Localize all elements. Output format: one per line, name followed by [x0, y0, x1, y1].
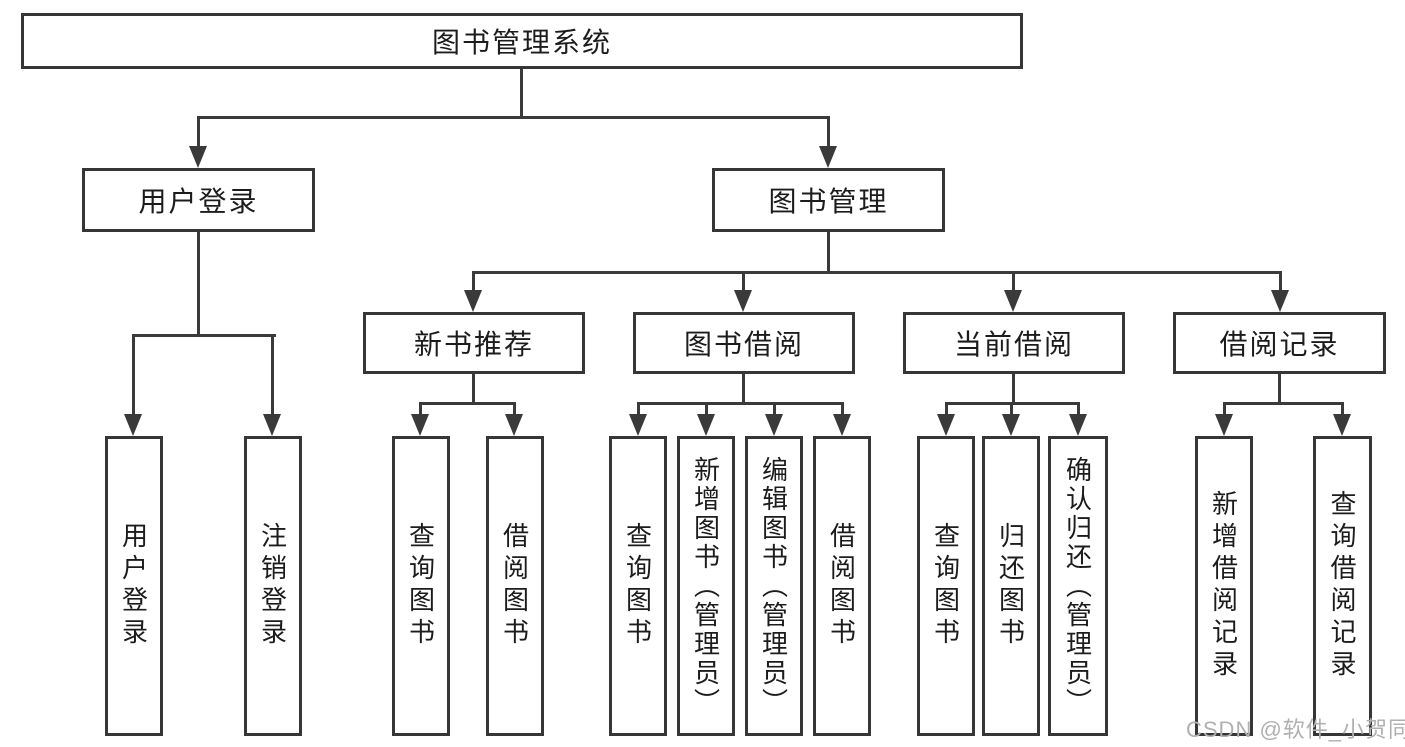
connector-vline [1341, 402, 1344, 416]
arrowhead-down-icon [1271, 290, 1289, 312]
arrowhead-down-icon [263, 414, 281, 436]
arrowhead-down-icon [189, 146, 207, 168]
connector-vline [513, 402, 516, 416]
connector-vline [419, 402, 422, 416]
connector-vline [472, 372, 475, 405]
connector-vline [271, 334, 274, 414]
connector-vline [742, 271, 745, 291]
connector-vline [1279, 271, 1282, 291]
leaf-add-borrow-record: 新增借阅记录 [1195, 436, 1253, 736]
connector-vline [520, 66, 523, 119]
node-book-management: 图书管理 [712, 168, 945, 232]
arrowhead-down-icon [1215, 414, 1233, 436]
arrowhead-down-icon [734, 290, 752, 312]
node-new-book-recommend: 新书推荐 [363, 312, 585, 374]
connector-vline [1077, 402, 1080, 416]
arrowhead-down-icon [464, 290, 482, 312]
node-current-borrow: 当前借阅 [903, 312, 1125, 374]
connector-hline [133, 334, 276, 337]
arrowhead-down-icon [629, 414, 647, 436]
leaf-query-borrow-record: 查询借阅记录 [1313, 436, 1372, 736]
node-user-login: 用户登录 [82, 168, 315, 232]
leaf-return-books: 归还图书 [982, 436, 1040, 736]
connector-vline [197, 230, 200, 337]
connector-vline [827, 116, 830, 146]
connector-hline [419, 402, 516, 405]
connector-hline [637, 402, 844, 405]
leaf-query-books-newbook: 查询图书 [392, 436, 450, 736]
arrowhead-down-icon [1333, 414, 1351, 436]
leaf-borrow-books: 借阅图书 [813, 436, 871, 736]
connector-vline [1223, 402, 1226, 416]
leaf-add-books-admin: 新增图书（管理员） [677, 436, 735, 736]
connector-vline [197, 116, 200, 146]
connector-vline [1012, 372, 1015, 405]
connector-vline [637, 402, 640, 416]
leaf-edit-books-admin: 编辑图书（管理员） [745, 436, 803, 736]
connector-vline [773, 402, 776, 416]
connector-hline [1223, 402, 1343, 405]
arrowhead-down-icon [937, 414, 955, 436]
arrowhead-down-icon [124, 414, 142, 436]
leaf-user-login: 用户登录 [105, 436, 163, 736]
leaf-confirm-return-admin: 确认归还（管理员） [1048, 436, 1108, 736]
connector-vline [132, 334, 135, 414]
arrowhead-down-icon [819, 146, 837, 168]
node-root: 图书管理系统 [21, 13, 1023, 69]
connector-vline [742, 372, 745, 405]
connector-vline [1278, 372, 1281, 405]
connector-vline [472, 271, 475, 291]
arrowhead-down-icon [765, 414, 783, 436]
arrowhead-down-icon [1002, 414, 1020, 436]
arrowhead-down-icon [411, 414, 429, 436]
arrowhead-down-icon [505, 414, 523, 436]
connector-vline [945, 402, 948, 416]
connector-vline [1010, 402, 1013, 416]
leaf-query-books-current: 查询图书 [917, 436, 975, 736]
arrowhead-down-icon [1004, 290, 1022, 312]
connector-vline [705, 402, 708, 416]
arrowhead-down-icon [697, 414, 715, 436]
connector-vline [827, 230, 830, 274]
csdn-watermark: CSDN @软件_小贺同学 [1186, 717, 1405, 742]
leaf-query-books-borrow: 查询图书 [609, 436, 667, 736]
leaf-logout: 注销登录 [244, 436, 302, 736]
node-borrow-records: 借阅记录 [1173, 312, 1386, 374]
arrowhead-down-icon [833, 414, 851, 436]
node-book-borrow: 图书借阅 [633, 312, 855, 374]
connector-hline [197, 116, 830, 119]
connector-hline [472, 271, 1282, 274]
connector-vline [841, 402, 844, 416]
leaf-borrow-books-newbook: 借阅图书 [486, 436, 544, 736]
arrowhead-down-icon [1069, 414, 1087, 436]
connector-vline [1012, 271, 1015, 291]
